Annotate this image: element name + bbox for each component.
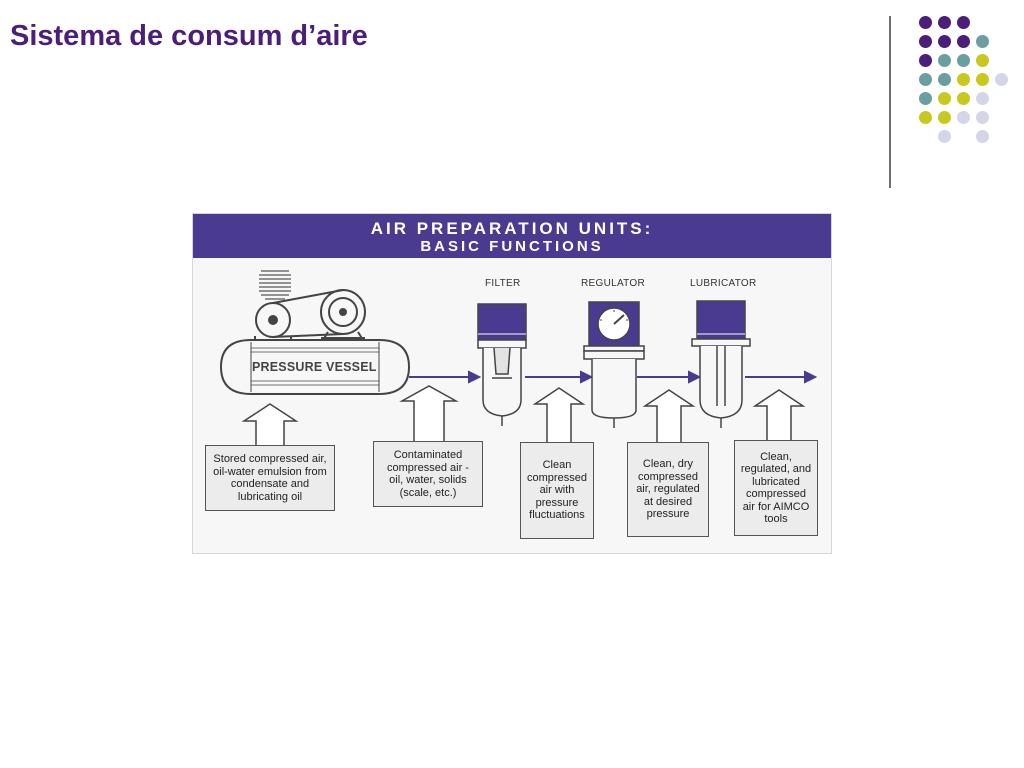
decorative-dot [957,92,970,105]
filter-unit-shape [477,303,527,426]
decorative-dot [995,73,1008,86]
decorative-dot [976,92,989,105]
description-line: air, regulated [636,483,700,496]
description-line: Clean, [760,450,792,463]
decorative-dot [938,16,951,29]
description-line: oil-water emulsion from [213,465,327,478]
diagram-header: AIR PREPARATION UNITS: BASIC FUNCTIONS [193,214,831,258]
decorative-dot [976,35,989,48]
up-arrows [241,385,806,446]
decorative-dot [957,54,970,67]
decorative-dot [938,111,951,124]
decorative-dot [919,16,932,29]
description-line: compressed [746,488,806,500]
description-line: pressure [646,508,690,521]
decorative-dot [938,92,951,105]
description-line: Clean [542,459,572,472]
decorative-dot [938,73,951,86]
description-line: pressure [535,496,579,509]
description-line: compressed [527,471,587,484]
decorative-dot [957,111,970,124]
decorative-dot [919,35,932,48]
description-line: tools [764,513,788,525]
decorative-dot [919,73,932,86]
description-line: lubricating oil [237,490,303,503]
air-preparation-diagram: AIR PREPARATION UNITS: BASIC FUNCTIONS [192,213,832,554]
description-line: compressed air - [387,461,469,474]
lubricator-unit-shape [691,300,751,428]
unit-label-filter: FILTER [485,278,521,289]
description-line: Stored compressed air, [213,453,327,465]
decorative-dot [957,35,970,48]
decorative-dot [957,16,970,29]
pressure-vessel-shape [219,339,411,395]
description-line: at desired [643,495,693,508]
slide-title: Sistema de consum d’aire [10,20,368,52]
description-line: air for AIMCO [742,500,810,513]
description-line: compressed [638,470,698,483]
unit-label-lubricator: LUBRICATOR [690,278,757,289]
description-line: condensate and [230,478,310,490]
description-line: Contaminated [393,449,463,461]
diagram-header-line2: BASIC FUNCTIONS [420,238,604,255]
unit-label-regulator: REGULATOR [581,278,646,289]
compressor-fins [259,270,291,300]
pressure-vessel-label: PRESSURE VESSEL [252,360,377,374]
description-line: Clean, dry [642,458,694,471]
description-box-vessel: Stored compressed air,oil-water emulsion… [205,445,335,511]
flow-line [409,370,818,384]
decorative-dot [976,73,989,86]
decorative-dot [938,130,951,143]
regulator-unit-shape [583,301,645,428]
decorative-dot [938,35,951,48]
divider-line [889,16,891,188]
description-line: regulated, and [740,463,812,475]
diagram-artwork [219,270,818,446]
decorative-dot [976,111,989,124]
description-line: oil, water, solids [389,474,467,486]
description-line: fluctuations [529,509,585,522]
description-line: air with [539,484,575,497]
compressor [254,289,366,341]
description-line: (scale, etc.) [399,486,457,499]
decorative-dot [919,92,932,105]
decorative-dot [976,130,989,143]
decorative-dot [976,54,989,67]
description-line: lubricated [752,475,800,488]
decorative-dot [938,54,951,67]
decorative-dot [919,111,932,124]
description-text: Stored compressed air,oil-water emulsion… [213,453,327,503]
decorative-dot [919,54,932,67]
diagram-header-line1: AIR PREPARATION UNITS: [370,219,654,238]
decorative-dot [957,73,970,86]
